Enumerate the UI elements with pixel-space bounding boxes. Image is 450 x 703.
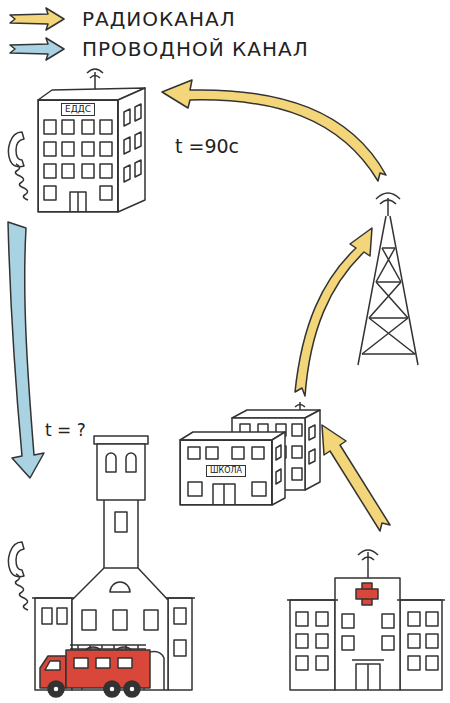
legend-row: РАДИОКАНАЛ — [8, 4, 309, 34]
legend: РАДИОКАНАЛ ПРОВОДНОЙ КАНАЛ — [8, 4, 309, 64]
legend-text: ПРОВОДНОЙ КАНАЛ — [82, 37, 309, 61]
edds-building — [38, 69, 145, 212]
building-sign-box: ЕДДС — [38, 100, 118, 212]
wired-arrow — [8, 222, 44, 478]
radio-arrow — [322, 425, 390, 531]
radio-arrow — [162, 80, 386, 181]
time-label: t = ? — [45, 420, 86, 440]
time-label: t =90с — [175, 135, 239, 157]
legend-swatch — [8, 7, 66, 31]
legend-row: ПРОВОДНОЙ КАНАЛ — [8, 34, 309, 64]
fire-station — [32, 436, 195, 690]
hospital-building — [287, 550, 445, 690]
legend-text: РАДИОКАНАЛ — [82, 7, 236, 31]
building-sign: ЕДДС — [61, 103, 95, 116]
building-sign-box: ШКОЛА — [180, 440, 272, 505]
radio-arrow — [295, 228, 372, 396]
phone-icon — [9, 542, 29, 610]
school-building — [180, 402, 320, 505]
radio-mast — [358, 193, 418, 365]
fire-truck — [40, 645, 150, 697]
phone-icon — [9, 132, 29, 200]
legend-swatch — [8, 37, 66, 61]
building-sign: ШКОЛА — [206, 465, 246, 477]
